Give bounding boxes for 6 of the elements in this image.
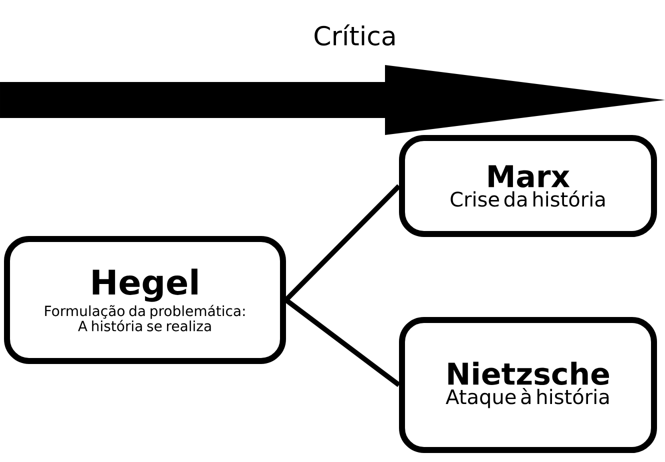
connector-line <box>284 184 401 302</box>
concept-box: Nietzsche Ataque à história <box>399 316 657 453</box>
arrow-label: Crítica <box>314 24 394 46</box>
connector-line <box>284 298 400 387</box>
concept-box: Hegel Formulação da problemática: A história se realiza <box>4 236 286 364</box>
concept-box: Marx Crise da história <box>399 135 657 237</box>
